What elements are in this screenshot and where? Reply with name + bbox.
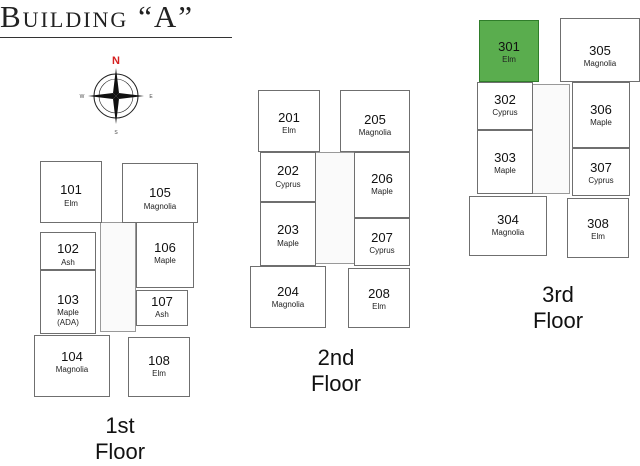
- room-106-number: 106: [154, 240, 176, 255]
- room-101-number: 101: [60, 182, 82, 197]
- room-304-number: 304: [497, 212, 519, 227]
- floor-2-label-line1: 2nd: [317, 345, 355, 370]
- room-205[interactable]: 205 Magnolia: [340, 90, 410, 152]
- room-108[interactable]: 108 Elm: [128, 337, 190, 397]
- floor-1-label: 1st Floor: [80, 413, 160, 465]
- room-305[interactable]: 305 Magnolia: [560, 18, 640, 82]
- room-303[interactable]: 303 Maple: [477, 130, 533, 194]
- room-202-name: Cyprus: [275, 180, 301, 189]
- room-103[interactable]: 103 Maple (ADA): [40, 270, 96, 334]
- room-306-name: Maple: [590, 118, 612, 127]
- room-308-number: 308: [587, 216, 609, 231]
- room-307-number: 307: [590, 160, 612, 175]
- room-107-number: 107: [151, 294, 173, 309]
- room-207[interactable]: 207 Cyprus: [354, 218, 410, 266]
- room-101-name: Elm: [64, 199, 78, 208]
- floor-2-hallway: [315, 152, 355, 264]
- room-107[interactable]: 107 Ash: [136, 290, 188, 326]
- compass-s-label: S: [114, 130, 118, 134]
- room-303-name: Maple: [494, 166, 516, 175]
- room-203[interactable]: 203 Maple: [260, 202, 316, 266]
- room-305-number: 305: [589, 43, 611, 58]
- room-106[interactable]: 106 Maple: [136, 222, 194, 288]
- room-302[interactable]: 302 Cyprus: [477, 82, 533, 130]
- room-207-name: Cyprus: [369, 246, 395, 255]
- room-306-number: 306: [590, 102, 612, 117]
- room-301-selected[interactable]: 301 Elm: [479, 20, 539, 82]
- room-304-name: Magnolia: [491, 228, 525, 237]
- compass-e-label: E: [149, 94, 153, 100]
- room-104-name: Magnolia: [55, 365, 89, 374]
- room-208-number: 208: [368, 286, 390, 301]
- room-201[interactable]: 201 Elm: [258, 90, 320, 152]
- floor-1-hallway: [100, 222, 136, 332]
- room-101[interactable]: 101 Elm: [40, 161, 102, 223]
- room-208-name: Elm: [372, 302, 386, 311]
- compass-rose-icon: N S E W: [80, 55, 154, 134]
- room-307[interactable]: 307 Cyprus: [572, 148, 630, 196]
- floor-3-label-line2: Floor: [532, 308, 584, 333]
- floor-3-hallway: [530, 84, 570, 194]
- room-206-name: Maple: [371, 187, 393, 196]
- room-104[interactable]: 104 Magnolia: [34, 335, 110, 397]
- room-105[interactable]: 105 Magnolia: [122, 163, 198, 223]
- room-302-name: Cyprus: [492, 108, 518, 117]
- room-304[interactable]: 304 Magnolia: [469, 196, 547, 256]
- room-103-ada-note: (ADA): [57, 318, 79, 327]
- room-105-number: 105: [149, 185, 171, 200]
- room-103-number: 103: [57, 292, 79, 307]
- floor-3-label: 3rd Floor: [518, 282, 598, 334]
- room-208[interactable]: 208 Elm: [348, 268, 410, 328]
- room-108-name: Elm: [152, 369, 166, 378]
- room-204-number: 204: [277, 284, 299, 299]
- room-202-number: 202: [277, 163, 299, 178]
- room-206-number: 206: [371, 171, 393, 186]
- room-201-number: 201: [278, 110, 300, 125]
- room-102-number: 102: [57, 241, 79, 256]
- room-104-number: 104: [61, 349, 83, 364]
- room-204[interactable]: 204 Magnolia: [250, 266, 326, 328]
- room-308-name: Elm: [591, 232, 605, 241]
- room-301-number: 301: [498, 39, 520, 54]
- room-202[interactable]: 202 Cyprus: [260, 152, 316, 202]
- room-203-name: Maple: [277, 239, 299, 248]
- room-302-number: 302: [494, 92, 516, 107]
- room-108-number: 108: [148, 353, 170, 368]
- floor-2-label-line2: Floor: [310, 371, 362, 396]
- room-207-number: 207: [371, 230, 393, 245]
- room-103-name: Maple: [57, 308, 79, 317]
- room-203-number: 203: [277, 222, 299, 237]
- room-107-name: Ash: [155, 310, 169, 319]
- room-204-name: Magnolia: [271, 300, 305, 309]
- room-102-name: Ash: [61, 258, 75, 267]
- room-308[interactable]: 308 Elm: [567, 198, 629, 258]
- room-301-name: Elm: [502, 55, 516, 64]
- title-underline: [0, 37, 232, 38]
- floor-3-label-line1: 3rd: [542, 282, 574, 307]
- building-title: Building “A”: [0, 0, 194, 34]
- room-205-name: Magnolia: [358, 128, 392, 137]
- room-201-name: Elm: [282, 126, 296, 135]
- room-205-number: 205: [364, 112, 386, 127]
- room-303-number: 303: [494, 150, 516, 165]
- room-307-name: Cyprus: [588, 176, 614, 185]
- compass-w-label: W: [80, 94, 85, 100]
- compass-n-label: N: [112, 55, 120, 67]
- room-106-name: Maple: [154, 256, 176, 265]
- floor-1-label-line2: Floor: [94, 439, 146, 464]
- room-105-name: Magnolia: [143, 202, 177, 211]
- floor-2-label: 2nd Floor: [296, 345, 376, 397]
- room-102[interactable]: 102 Ash: [40, 232, 96, 270]
- floor-1-label-line1: 1st: [105, 413, 135, 438]
- room-305-name: Magnolia: [583, 59, 617, 68]
- room-206[interactable]: 206 Maple: [354, 152, 410, 218]
- room-306[interactable]: 306 Maple: [572, 82, 630, 148]
